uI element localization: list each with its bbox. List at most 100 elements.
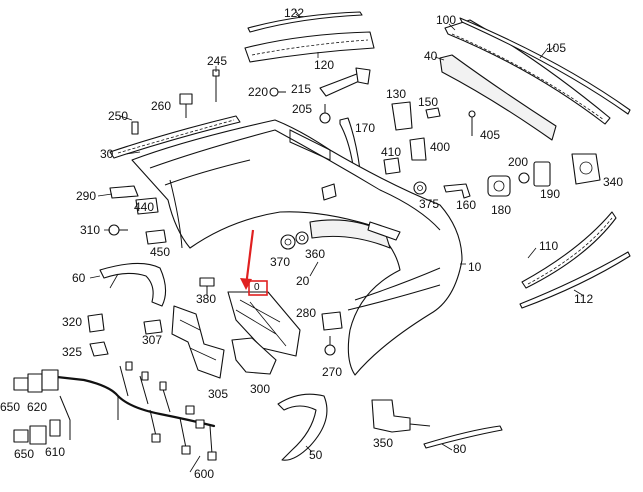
callout-120: 120: [314, 58, 335, 72]
callout-245: 245: [207, 54, 228, 68]
callout-170: 170: [355, 121, 376, 135]
callout-307: 307: [142, 333, 163, 347]
callout-650-b: 650: [14, 447, 35, 461]
callout-60: 60: [72, 271, 86, 285]
part-150-clip: [425, 107, 441, 119]
callout-260: 260: [151, 99, 172, 113]
callout-300: 300: [250, 382, 271, 396]
callout-100: 100: [436, 13, 457, 27]
callout-360: 360: [305, 247, 326, 261]
part-180-sensor: [487, 175, 511, 197]
part-440-clip: [135, 197, 159, 215]
part-245-pin: [212, 69, 220, 102]
callout-290: 290: [76, 189, 97, 203]
callout-380: 380: [196, 292, 217, 306]
callout-200: 200: [508, 155, 529, 169]
callout-450: 450: [150, 245, 171, 259]
highlight-box: [248, 280, 268, 296]
part-405-rod: [468, 110, 476, 136]
part-80-strip: [423, 425, 503, 449]
part-190-bracket: [533, 161, 551, 187]
callout-40: 40: [424, 49, 438, 63]
part-410-clip: [383, 157, 401, 175]
part-60-liner: [99, 262, 167, 307]
part-220-screw: [269, 87, 286, 97]
callout-30: 30: [100, 147, 114, 161]
callout-10: 10: [468, 260, 482, 274]
callout-610: 610: [45, 445, 66, 459]
part-340-housing: [571, 153, 601, 185]
part-325-clip: [89, 341, 109, 357]
callout-375: 375: [419, 197, 440, 211]
callout-130: 130: [386, 87, 407, 101]
callout-190: 190: [540, 187, 561, 201]
callout-205: 205: [292, 102, 313, 116]
callout-405: 405: [480, 128, 501, 142]
part-160-hook: [443, 183, 471, 199]
callout-112: 112: [574, 292, 594, 306]
part-300-bracket: [231, 337, 277, 375]
callout-180: 180: [491, 203, 512, 217]
part-112-strip: [519, 251, 631, 309]
callout-620: 620: [27, 400, 48, 414]
highlight-arrow-head: [240, 278, 252, 290]
part-250-pin: [131, 121, 139, 135]
callout-400: 400: [430, 140, 451, 154]
leader-lines: [89, 13, 585, 473]
part-270-screw: [324, 336, 336, 356]
part-600-harness: [46, 361, 217, 461]
part-400-clip: [409, 137, 427, 161]
part-307-clip: [143, 319, 163, 335]
callout-220: 220: [248, 85, 269, 99]
part-50-cover: [277, 393, 328, 461]
part-350-socket: [371, 399, 431, 433]
part-360-nut: [295, 231, 309, 245]
callout-650-a: 650: [0, 400, 21, 414]
part-375-nut: [413, 181, 427, 195]
part-105-strip: [459, 17, 631, 115]
part-120-trim: [244, 31, 375, 63]
part-310-screw: [108, 224, 128, 236]
callout-20: 20: [296, 274, 310, 288]
callout-270: 270: [322, 365, 343, 379]
part-122-strip: [247, 11, 363, 33]
highlight-arrow-shaft: [244, 229, 255, 287]
callout-150: 150: [418, 95, 439, 109]
part-110-strip: [521, 211, 617, 289]
callout-350: 350: [373, 436, 394, 450]
part-290-clip: [109, 185, 139, 199]
part-200-clip: [518, 172, 530, 184]
part-450-clip: [145, 229, 167, 245]
part-305-bracket: [171, 305, 225, 379]
part-610-connector: [49, 419, 61, 437]
callout-325: 325: [62, 345, 83, 359]
callout-122: 122: [284, 6, 305, 20]
callout-215: 215: [291, 82, 312, 96]
part-620-connector: [41, 369, 59, 391]
callout-310: 310: [80, 223, 101, 237]
callout-440: 440: [134, 200, 155, 214]
part-320-fastener: [87, 313, 105, 333]
callout-80: 80: [453, 442, 467, 456]
part-280-clip: [321, 311, 343, 331]
part-30-rail: [109, 115, 241, 159]
part-205-bolt: [319, 104, 331, 124]
part-central-bracket: [227, 291, 301, 357]
callout-50: 50: [309, 448, 323, 462]
callout-410: 410: [381, 145, 402, 159]
callout-320: 320: [62, 315, 83, 329]
callout-160: 160: [456, 198, 477, 212]
callout-340: 340: [603, 175, 624, 189]
part-370-nut: [280, 234, 296, 250]
callout-305: 305: [208, 387, 229, 401]
callout-110: 110: [539, 239, 559, 253]
part-260-bolt: [179, 93, 193, 118]
callout-0: 0: [254, 282, 260, 293]
part-40-bar: [439, 54, 557, 141]
part-650-connector-a: [13, 373, 43, 393]
part-650-connector-b: [13, 425, 47, 445]
part-380-bolt: [199, 277, 215, 296]
part-130-plate: [391, 101, 413, 131]
